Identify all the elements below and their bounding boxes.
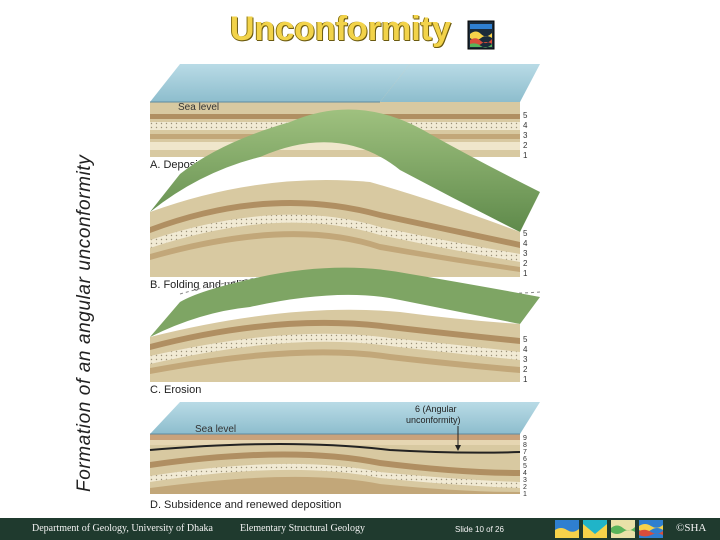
layer-label: 2 xyxy=(523,365,528,374)
caption-c: C. Erosion xyxy=(150,384,201,396)
footer-bar: Department of Geology, University of Dha… xyxy=(0,518,720,540)
layer-label: 4 xyxy=(523,239,528,248)
sea-level-label-a: Sea level xyxy=(178,102,219,113)
unconformity-annotation-line2: unconformity) xyxy=(406,415,461,425)
sea-surface-a xyxy=(150,64,410,102)
layer-label: 4 xyxy=(523,470,527,477)
layer-label: 1 xyxy=(523,375,528,384)
layer-label: 6 xyxy=(523,456,527,463)
slide-title: Unconformity xyxy=(230,10,451,48)
caption-d: D. Subsidence and renewed deposition xyxy=(150,499,341,511)
layer-label: 2 xyxy=(523,259,528,268)
panel-d: Sea level 6 (Angular unconformity) D. Su… xyxy=(149,402,540,511)
layer-label: 2 xyxy=(523,484,527,491)
layer-label: 4 xyxy=(523,121,528,130)
layer-label: 3 xyxy=(523,477,527,484)
layer-label: 4 xyxy=(523,345,528,354)
layer-label: 8 xyxy=(523,442,527,449)
layer-label: 5 xyxy=(523,335,528,344)
footer-copyright: ©SHA xyxy=(676,522,707,534)
eroded-land-c xyxy=(150,267,540,337)
panel-c: C. Erosion 5 4 3 2 1 xyxy=(150,267,540,396)
layer-label: 3 xyxy=(523,249,528,258)
layer-label: 9 xyxy=(523,435,527,442)
sea-surface-d xyxy=(150,402,540,434)
layer-label: 3 xyxy=(523,355,528,364)
layer-label: 1 xyxy=(523,491,527,498)
unconformity-diagram: Sea level A. Deposition 5 4 3 2 1 B. Fol… xyxy=(149,64,540,511)
footer-course: Elementary Structural Geology xyxy=(240,523,365,534)
unconformity-annotation-line1: 6 (Angular xyxy=(415,404,457,414)
footer-department: Department of Geology, University of Dha… xyxy=(32,523,213,534)
footer-logo-strip-icon xyxy=(555,520,663,538)
layer-label: 7 xyxy=(523,449,527,456)
layer-label: 1 xyxy=(523,151,528,160)
sea-level-label-d: Sea level xyxy=(195,424,236,435)
layer-label: 5 xyxy=(523,111,528,120)
side-title: Formation of an angular unconformity xyxy=(74,154,95,492)
uplifted-land-b xyxy=(150,109,540,232)
footer-slide-number: Slide 10 of 26 xyxy=(455,525,504,534)
layer-label: 5 xyxy=(523,463,527,470)
geology-logo-icon xyxy=(467,20,495,50)
layer-label: 2 xyxy=(523,141,528,150)
layer-label: 1 xyxy=(523,269,528,278)
layer-label: 3 xyxy=(523,131,528,140)
layer-label: 5 xyxy=(523,229,528,238)
unconformity-surface xyxy=(149,443,521,454)
